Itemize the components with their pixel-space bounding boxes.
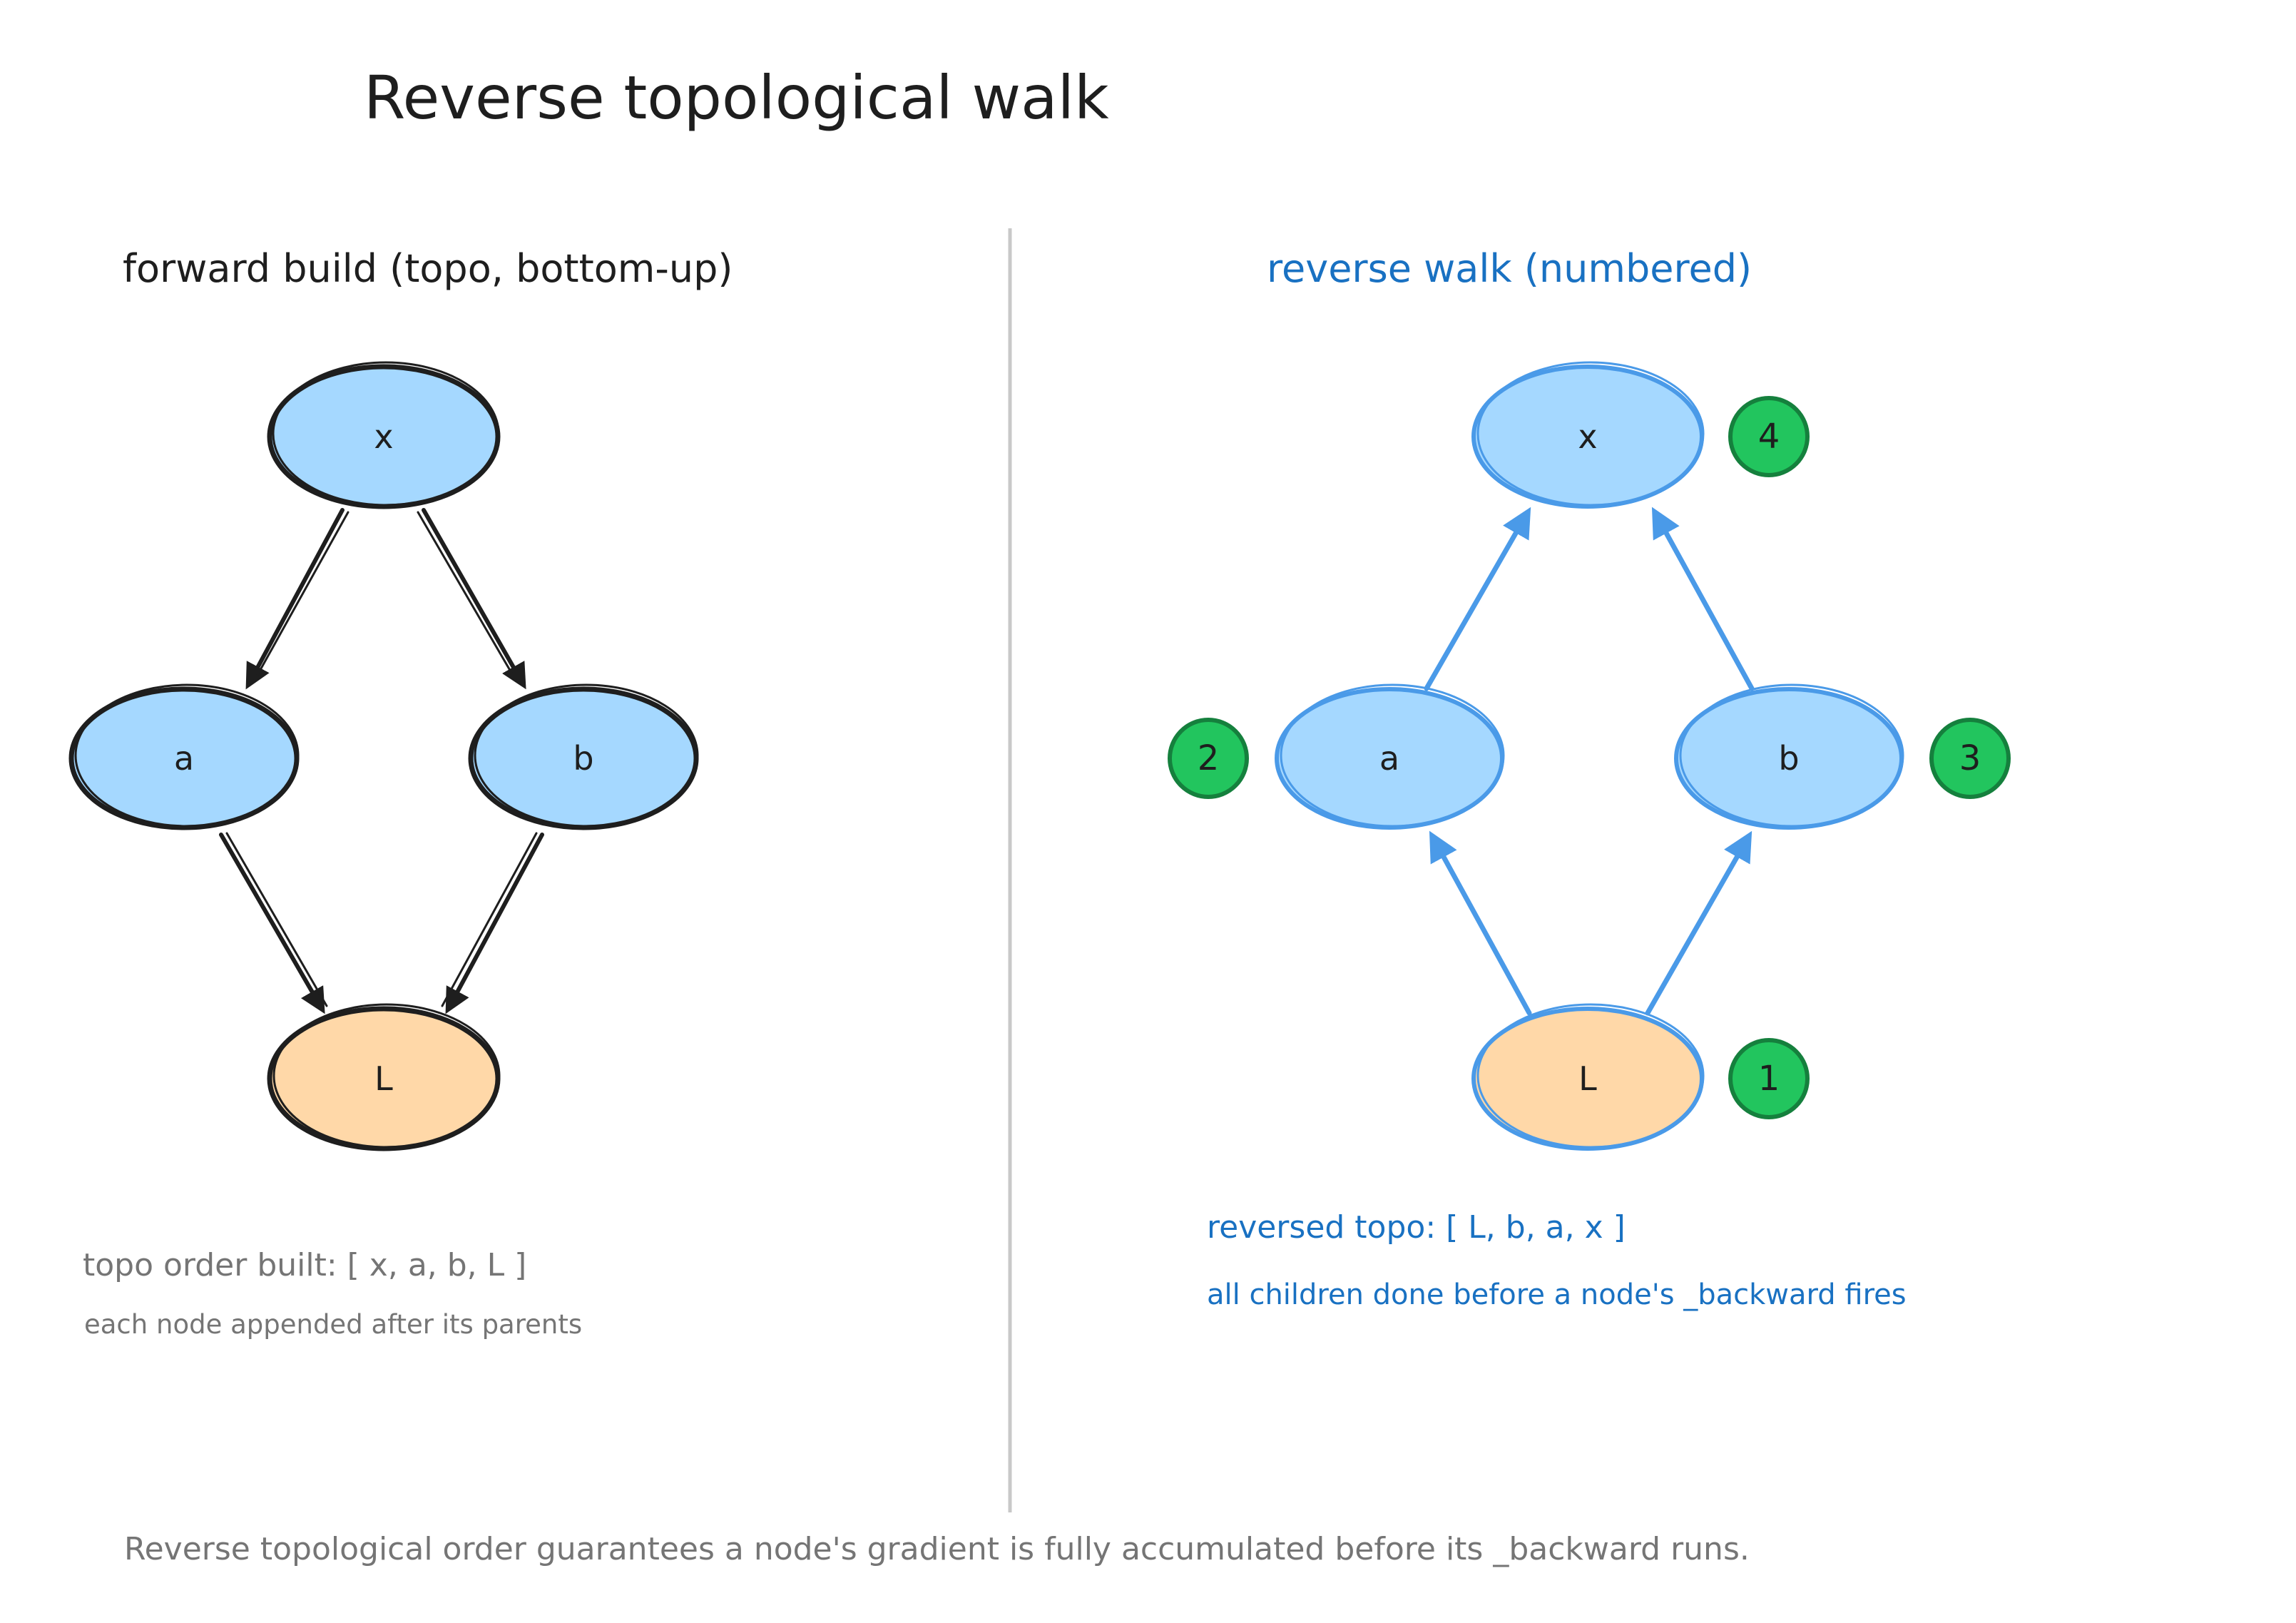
forward-node-L-label: L [374, 1059, 393, 1098]
edge-x-to-b [422, 508, 526, 690]
topo-order-built: topo order built: [ x, a, b, L ] [83, 1247, 527, 1283]
forward-node-a-label: a [174, 739, 194, 778]
order-badge-a-number: 2 [1198, 738, 1220, 778]
edge-b-to-L-sketch [441, 832, 538, 1007]
edge-a-to-x [1424, 507, 1531, 691]
edge-x-to-a [245, 508, 345, 690]
reverse-node-b: b [1674, 683, 1904, 830]
order-badge-L-number: 1 [1758, 1059, 1780, 1099]
reverse-node-L: L [1471, 1003, 1705, 1151]
forward-node-b: b [468, 683, 699, 830]
edge-b-to-L [445, 833, 544, 1014]
reverse-node-x-label: x [1578, 417, 1597, 456]
edge-a-to-L-sketch [225, 832, 328, 1007]
order-badge-x: 4 [1728, 396, 1810, 477]
forward-node-b-label: b [573, 739, 593, 778]
edge-L-to-b [1645, 830, 1752, 1016]
reverse-walk-heading: reverse walk (numbered) [1267, 246, 1752, 291]
order-badge-L: 1 [1728, 1038, 1810, 1119]
order-badge-x-number: 4 [1758, 417, 1780, 457]
order-badge-a: 2 [1168, 718, 1249, 799]
page-title: Reverse topological walk [364, 63, 1109, 133]
reversed-topo-note: all children done before a node's _backw… [1207, 1278, 1907, 1311]
edge-L-to-a [1429, 830, 1532, 1016]
order-badge-b: 3 [1929, 718, 2011, 799]
reversed-topo-order: reversed topo: [ L, b, a, x ] [1207, 1209, 1626, 1246]
reverse-node-b-label: b [1778, 739, 1799, 778]
edge-x-to-a-sketch [252, 511, 349, 683]
reverse-node-x: x [1471, 361, 1705, 509]
forward-node-a: a [68, 683, 300, 830]
reverse-node-L-label: L [1578, 1059, 1597, 1098]
reverse-edges [1424, 507, 1755, 1016]
forward-edges [219, 508, 544, 1014]
edge-b-to-x [1651, 507, 1755, 691]
forward-node-L: L [267, 1003, 501, 1151]
topo-order-note: each node appended after its parents [84, 1309, 583, 1340]
reverse-node-a-label: a [1379, 739, 1399, 778]
reverse-node-a: a [1275, 683, 1505, 830]
edge-x-to-b-sketch [417, 511, 518, 683]
order-badge-b-number: 3 [1959, 738, 1981, 778]
forward-build-heading: forward build (topo, bottom-up) [123, 246, 733, 291]
footer-caption: Reverse topological order guarantees a n… [124, 1531, 1750, 1567]
forward-node-x: x [267, 361, 501, 509]
forward-node-x-label: x [374, 417, 393, 456]
edge-a-to-L [219, 833, 325, 1014]
